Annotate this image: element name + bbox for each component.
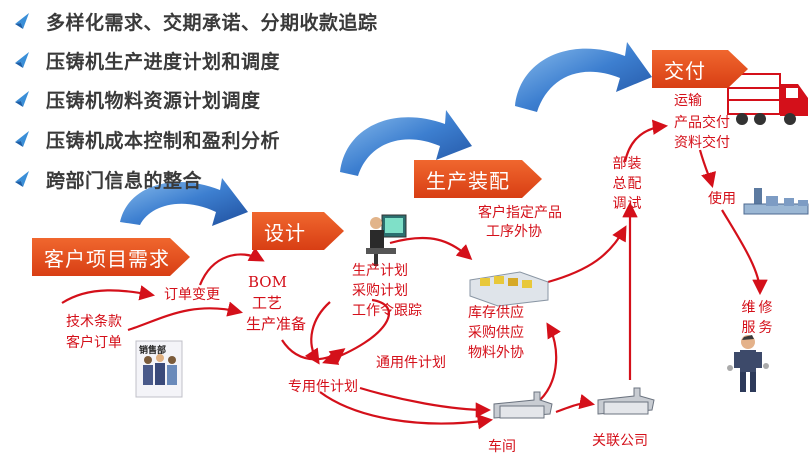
blue-arc-arrow-1 [120,178,248,226]
label-use: 使用 [708,191,736,207]
label-bom: BOM [248,273,287,291]
sales-team-icon [135,340,183,398]
label-common-parts: 通用件计划 [376,355,446,371]
label-order-change: 订单变更 [164,287,220,303]
bullet-text: 跨部门信息的整合 [46,169,203,192]
horizontal-char: 修 [758,300,773,316]
label-transport: 运输 [674,93,702,109]
bullet-arrow-icon [15,131,29,147]
label-craft: 工艺 [252,294,283,312]
bullet-item-1: 多样化需求、交期承诺、分期收款追踪 [12,6,378,36]
label-assembly-test: 部 总 调 装 配 试 [612,154,642,214]
label-workshop: 车间 [488,439,516,455]
bullet-item-4: 压铸机成本控制和盈利分析 [12,124,280,154]
banner-design: 设计 [252,212,344,250]
bullet-arrow-icon [15,52,29,68]
related-company-icon [597,387,655,415]
vertical-char: 试 [627,196,642,212]
vertical-char: 调 [612,196,627,212]
banner-production-assembly: 生产装配 [414,160,542,198]
maintenance-worker-icon [727,335,769,392]
horizontal-char: 服 [741,320,756,336]
bullet-item-2: 压铸机生产进度计划和调度 [12,45,280,75]
label-tech-terms: 技术条款 [66,314,122,330]
blue-arc-arrow-2 [340,110,472,176]
label-stock-supply: 库存供应 [468,305,524,321]
vertical-char: 总 [612,176,627,192]
vertical-char: 装 [627,156,642,172]
warehouse-icon [469,271,549,307]
label-customer-order: 客户订单 [66,335,122,351]
blue-arc-arrow-3 [515,42,652,112]
label-doc-delivery: 资料交付 [674,135,730,151]
bullet-arrow-icon [15,91,29,107]
label-purchase-plan: 采购计划 [352,283,408,299]
production-line-icon [743,188,809,215]
vertical-char: 部 [612,156,627,172]
vertical-char: 配 [627,176,642,192]
bullet-text: 压铸机物料资源计划调度 [46,89,261,112]
horizontal-char: 维 [741,300,756,316]
designer-computer-icon [366,214,407,266]
label-special-parts: 专用件计划 [288,379,358,395]
workshop-icon [493,391,553,419]
label-purchase-supply: 采购供应 [468,325,524,341]
bullet-arrow-icon [15,13,29,29]
label-outsource-proc: 工序外协 [486,224,542,240]
bullet-text: 多样化需求、交期承诺、分期收款追踪 [46,11,378,34]
label-sales-dept: 销售部 [139,346,167,356]
red-flow-arrows [61,119,768,430]
label-maintenance: 维 修 服 务 [740,298,774,338]
bullet-text: 压铸机生产进度计划和调度 [46,50,281,73]
horizontal-char: 务 [758,320,773,336]
label-related-company: 关联公司 [592,433,648,449]
bullet-arrow-icon [15,171,29,187]
banner-customer-needs: 客户项目需求 [32,238,190,276]
label-material-outsource: 物料外协 [468,345,524,361]
label-work-order: 工作令跟踪 [352,303,422,319]
delivery-truck-icon [727,73,808,125]
label-product-delivery: 产品交付 [674,115,730,131]
banner-delivery: 交付 [652,50,748,88]
bullet-item-5: 跨部门信息的整合 [12,164,202,194]
bullet-item-3: 压铸机物料资源计划调度 [12,84,261,114]
label-prod-prep: 生产准备 [246,315,307,333]
bullet-text: 压铸机成本控制和盈利分析 [46,129,281,152]
label-prod-plan: 生产计划 [352,263,408,279]
label-customer-spec: 客户指定产品 [478,205,562,221]
